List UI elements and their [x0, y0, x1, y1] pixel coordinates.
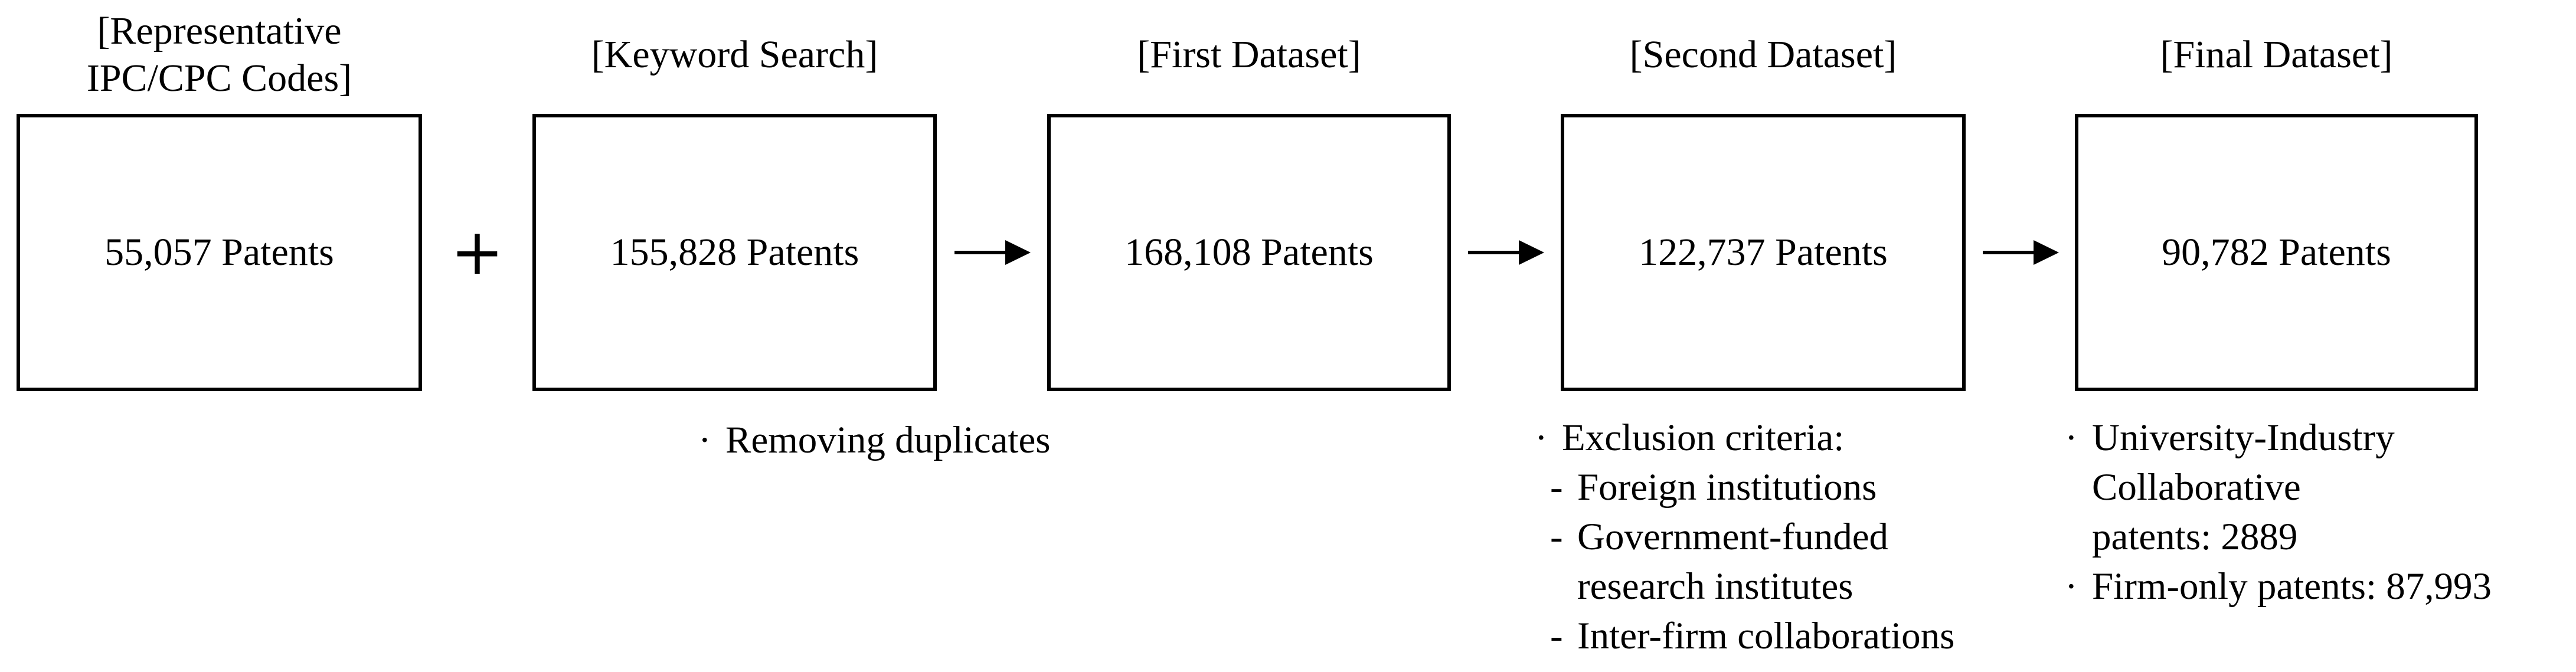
stage-value: 168,108 Patents: [1124, 231, 1374, 274]
note-exclusion-criteria: · Exclusion criteria: - Foreign institut…: [1535, 413, 1954, 661]
connector-arrow-1: [937, 114, 1047, 391]
stage-label-text: [Second Dataset]: [1629, 33, 1897, 76]
stage-label-representative-ipc-cpc-codes: [Representative IPC/CPC Codes]: [17, 0, 422, 110]
dash-marker: -: [1550, 516, 1563, 558]
note-line: · University-Industry: [2065, 413, 2492, 463]
connector-arrow-2: [1451, 114, 1561, 391]
note-text: Exclusion criteria:: [1562, 417, 1845, 459]
stage-value: 55,057 Patents: [104, 231, 334, 274]
note-text: Government-funded: [1577, 516, 1889, 558]
note-line: patents: 2889: [2065, 512, 2492, 562]
dash-marker: -: [1550, 615, 1563, 657]
note-text: University-Industry: [2092, 417, 2395, 459]
arrow-right-icon: [954, 240, 1031, 265]
note-line: - Inter-firm collaborations: [1550, 611, 1954, 661]
stage-label-first-dataset: [First Dataset]: [1047, 0, 1451, 110]
stage-label-text: [Representative IPC/CPC Codes]: [86, 9, 352, 100]
plus-icon: +: [450, 215, 504, 289]
note-text: Foreign institutions: [1577, 466, 1877, 509]
dash-marker: -: [1550, 466, 1563, 509]
note-line: Collaborative: [2065, 463, 2492, 512]
note-line: · Exclusion criteria:: [1535, 413, 1954, 463]
note-text: Inter-firm collaborations: [1577, 615, 1955, 657]
note-text: patents: 2889: [2092, 516, 2298, 558]
stage-label-keyword-search: [Keyword Search]: [532, 0, 937, 110]
stage-box-keyword-search: 155,828 Patents: [532, 114, 937, 391]
note-final-dataset-composition: · University-Industry Collaborative pate…: [2065, 413, 2492, 611]
stage-label-text: [First Dataset]: [1137, 33, 1361, 76]
note-text: research institutes: [1577, 565, 1853, 608]
note-line: - Government-funded: [1550, 512, 1954, 562]
arrow-right-icon: [1982, 240, 2059, 265]
stage-label-second-dataset: [Second Dataset]: [1561, 0, 1966, 110]
stage-label-text: [Keyword Search]: [591, 33, 878, 76]
empty-marker: [2065, 512, 2092, 562]
note-line: - Foreign institutions: [1550, 463, 1954, 512]
note-text: Collaborative: [2092, 466, 2301, 509]
empty-marker: [2065, 463, 2092, 512]
empty-marker: [1550, 562, 1577, 611]
stage-box-first-dataset: 168,108 Patents: [1047, 114, 1451, 391]
note-line: · Firm-only patents: 87,993: [2065, 562, 2492, 611]
connector-plus: +: [422, 114, 532, 391]
stage-box-second-dataset: 122,737 Patents: [1561, 114, 1966, 391]
note-line: research institutes: [1550, 562, 1954, 611]
stage-value: 90,782 Patents: [2162, 231, 2391, 274]
note-text: Firm-only patents: 87,993: [2092, 565, 2492, 608]
bullet-marker: ·: [2065, 565, 2078, 608]
stage-box-ipc-cpc-codes: 55,057 Patents: [17, 114, 422, 391]
stage-label-text: [Final Dataset]: [2160, 33, 2393, 76]
arrow-right-icon: [1468, 240, 1544, 265]
bullet-marker: ·: [2065, 417, 2078, 459]
stage-box-final-dataset: 90,782 Patents: [2075, 114, 2478, 391]
note-text: Removing duplicates: [725, 419, 1051, 461]
stage-label-final-dataset: [Final Dataset]: [2075, 0, 2478, 110]
connector-arrow-3: [1966, 114, 2075, 391]
note-line: · Removing duplicates: [698, 415, 1051, 465]
note-removing-duplicates: · Removing duplicates: [698, 415, 1051, 465]
bullet-marker: ·: [698, 419, 711, 461]
stage-value: 122,737 Patents: [1639, 231, 1888, 274]
bullet-marker: ·: [1535, 417, 1548, 459]
stage-value: 155,828 Patents: [610, 231, 859, 274]
